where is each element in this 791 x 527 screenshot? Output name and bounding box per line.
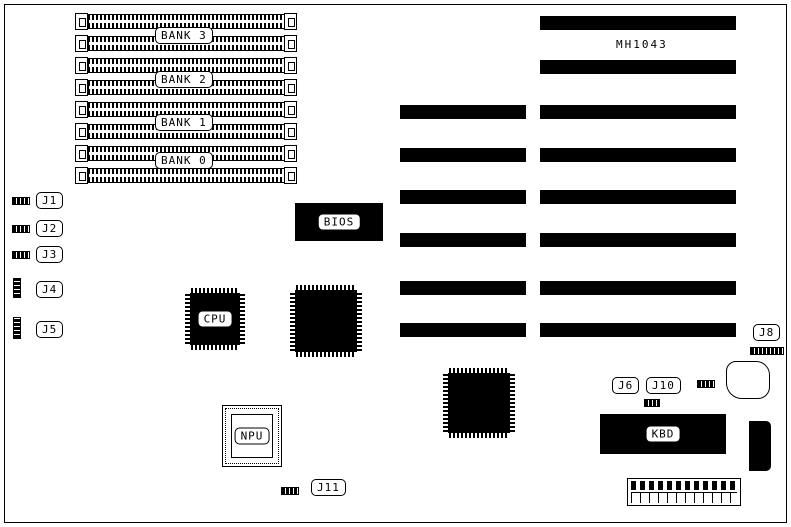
chip-pins <box>449 432 509 438</box>
connector-j10-header <box>697 380 715 388</box>
jumper-j3-label: J3 <box>36 246 64 263</box>
chipset-chip <box>443 368 515 438</box>
kbd-controller-chip: KBD <box>600 414 726 454</box>
expansion-slot-16bit-segment <box>400 281 526 295</box>
power-connector <box>627 478 741 506</box>
connector-j6-label: J6 <box>612 377 640 394</box>
asic-chip <box>290 285 362 357</box>
expansion-slot-16bit-segment <box>400 190 526 204</box>
connector-j6-header <box>644 399 660 407</box>
diagram-border <box>4 4 787 523</box>
chip-pins <box>509 374 515 432</box>
expansion-slot-16bit-segment <box>400 233 526 247</box>
bank1-label: BANK 1 <box>155 114 213 131</box>
chip-pins <box>185 294 191 344</box>
expansion-slot-16bit-segment <box>400 148 526 162</box>
jumper-j3-header <box>12 251 30 259</box>
keyboard-din-connector <box>749 421 771 471</box>
simm-clip <box>284 35 297 52</box>
chip-pins <box>239 294 245 344</box>
connector-j11-label: J11 <box>311 479 346 496</box>
battery <box>726 361 770 399</box>
chip-pins <box>296 285 356 291</box>
simm-clip <box>284 13 297 30</box>
connector-j11-header <box>281 487 299 495</box>
connector-j8-header <box>750 347 784 355</box>
bios-label: BIOS <box>317 213 361 231</box>
simm-clip <box>75 13 88 30</box>
connector-j8-label: J8 <box>753 324 781 341</box>
simm-clip <box>284 145 297 162</box>
simm-socket <box>75 13 297 30</box>
jumper-j4-header <box>13 278 21 298</box>
simm-clip <box>284 167 297 184</box>
chip-pins <box>296 351 356 357</box>
chip-pins <box>443 374 449 432</box>
bios-chip: BIOS <box>295 203 383 241</box>
expansion-slot <box>540 281 736 295</box>
jumper-j5-header <box>13 317 21 339</box>
npu-socket-inner <box>231 414 273 458</box>
chip-pins <box>290 291 296 351</box>
chip-pins <box>356 291 362 351</box>
expansion-slot <box>540 60 736 74</box>
cpu-chip: CPU <box>185 288 245 350</box>
jumper-j4-label: J4 <box>36 281 64 298</box>
bank0-label: BANK 0 <box>155 152 213 169</box>
simm-clip <box>75 123 88 140</box>
simm-body <box>87 168 285 183</box>
expansion-slot <box>540 233 736 247</box>
expansion-slot <box>540 16 736 30</box>
expansion-slot <box>540 148 736 162</box>
part-number: MH1043 <box>616 38 668 51</box>
expansion-slot <box>540 190 736 204</box>
jumper-j5-label: J5 <box>36 321 64 338</box>
connector-j10-label: J10 <box>646 377 681 394</box>
expansion-slot <box>540 105 736 119</box>
power-connector-body <box>631 492 737 503</box>
jumper-j1-label: J1 <box>36 192 64 209</box>
jumper-j2-header <box>12 225 30 233</box>
bank2-label: BANK 2 <box>155 71 213 88</box>
chip-pins <box>191 344 239 350</box>
simm-socket <box>75 167 297 184</box>
chip-die <box>448 373 510 433</box>
simm-clip <box>284 79 297 96</box>
chip-pins <box>191 288 239 294</box>
chip-die <box>295 290 357 352</box>
bank3-label: BANK 3 <box>155 27 213 44</box>
expansion-slot <box>540 323 736 337</box>
kbd-label: KBD <box>645 425 681 443</box>
simm-clip <box>284 57 297 74</box>
expansion-slot-16bit-segment <box>400 323 526 337</box>
npu-label: NPU <box>234 427 270 445</box>
cpu-label: CPU <box>197 310 233 328</box>
chip-pins <box>449 368 509 374</box>
simm-clip <box>284 101 297 118</box>
npu-socket: NPU <box>222 405 282 467</box>
jumper-j2-label: J2 <box>36 220 64 237</box>
simm-clip <box>284 123 297 140</box>
expansion-slot-16bit-segment <box>400 105 526 119</box>
simm-socket <box>75 123 297 140</box>
power-connector-pins <box>631 481 737 490</box>
jumper-j1-header <box>12 197 30 205</box>
